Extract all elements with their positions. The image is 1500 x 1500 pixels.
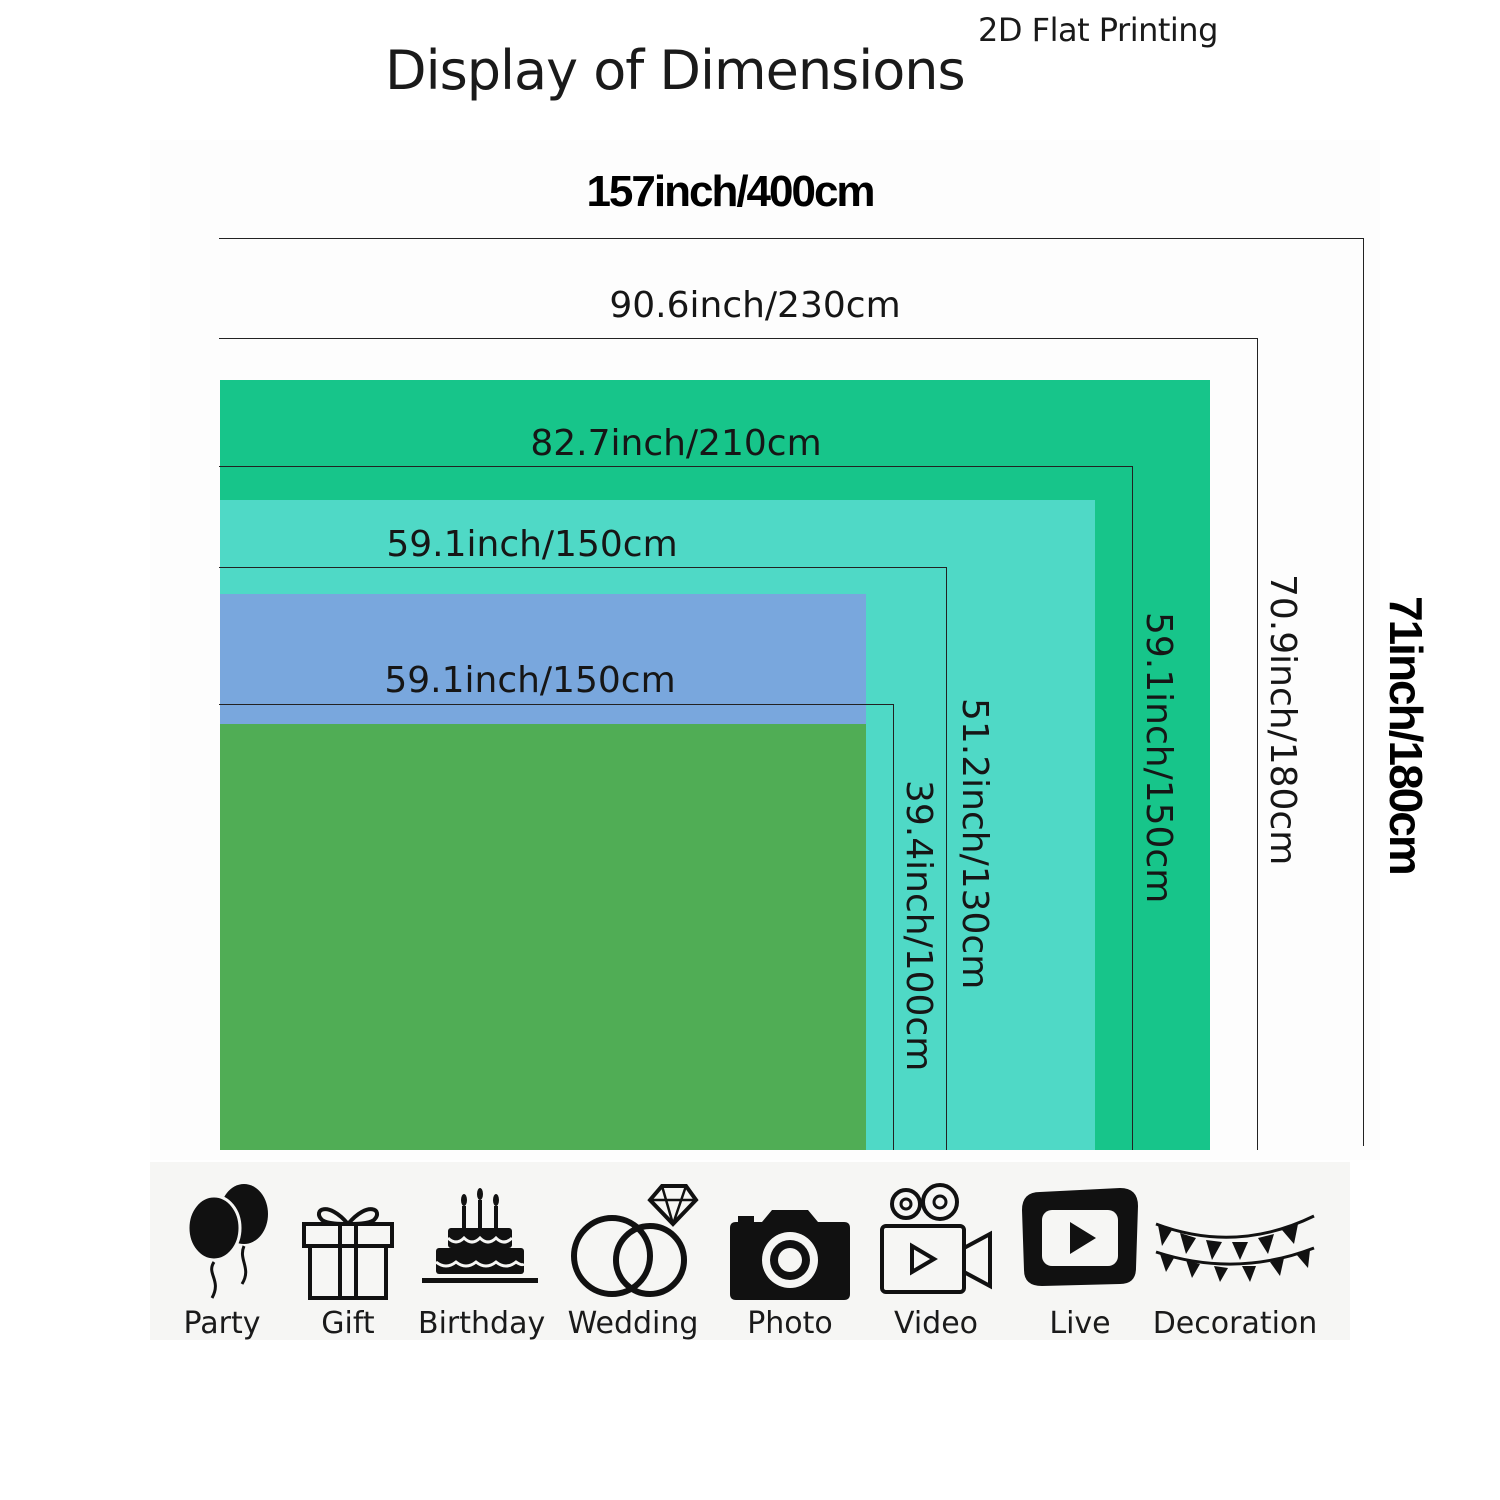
width-label-150cm-outer: 59.1inch/150cm <box>386 524 678 565</box>
green-backdrop <box>220 724 866 1150</box>
height-label-130cm: 51.2inch/130cm <box>954 698 995 990</box>
use-party: Party <box>172 1162 272 1341</box>
balloons-icon <box>186 1184 268 1299</box>
use-gift: Gift <box>298 1162 398 1341</box>
use-label: Party <box>183 1306 261 1341</box>
overall-width-label: 157inch/400cm <box>586 167 875 216</box>
width-line-150cm-outer <box>219 567 947 568</box>
use-label: Wedding <box>567 1306 699 1341</box>
bunting-flags-icon <box>1155 1214 1315 1282</box>
wedding-rings-icon <box>571 1184 699 1297</box>
panel-59-1-inch-blue <box>220 594 866 724</box>
page-title: Display of Dimensions <box>385 39 966 102</box>
overall-height-label: 71inch/180cm <box>1380 596 1432 874</box>
play-button-icon <box>1022 1188 1138 1286</box>
height-line-100cm <box>893 704 894 1150</box>
video-camera-icon <box>880 1183 992 1294</box>
width-label-210cm: 82.7inch/210cm <box>530 423 822 464</box>
height-label-100cm: 39.4inch/100cm <box>898 780 939 1072</box>
overall-height-line <box>1363 238 1364 1146</box>
use-label: Birthday <box>418 1306 546 1341</box>
height-line-130cm <box>946 567 947 1150</box>
height-label-150cm: 59.1inch/150cm <box>1138 612 1179 904</box>
width-line-150cm-inner <box>219 704 894 705</box>
width-line-230cm <box>219 338 1258 339</box>
use-label: Gift <box>321 1306 375 1341</box>
width-label-150cm-inner: 59.1inch/150cm <box>384 660 676 701</box>
use-label: Photo <box>747 1306 833 1341</box>
use-label: Decoration <box>1152 1306 1318 1341</box>
gift-box-icon <box>302 1207 394 1300</box>
height-line-180cm <box>1257 338 1258 1150</box>
printing-type-label: 2D Flat Printing <box>978 11 1218 49</box>
use-photo: Photo <box>728 1162 852 1341</box>
height-label-180cm: 70.9inch/180cm <box>1262 574 1303 866</box>
use-live: Live <box>1018 1162 1142 1341</box>
overall-width-line <box>219 238 1364 239</box>
camera-icon <box>730 1210 850 1300</box>
use-wedding: Wedding <box>566 1162 700 1341</box>
usage-icon-strip: Party Gift Birthday <box>150 1162 1350 1341</box>
height-line-150cm <box>1132 466 1133 1150</box>
width-line-210cm <box>219 466 1133 467</box>
use-label: Live <box>1049 1306 1111 1341</box>
width-label-230cm: 90.6inch/230cm <box>609 285 901 326</box>
use-label: Video <box>893 1306 979 1341</box>
birthday-cake-icon <box>422 1188 538 1283</box>
use-birthday: Birthday <box>418 1162 546 1341</box>
use-decoration: Decoration <box>1150 1162 1320 1341</box>
use-video: Video <box>878 1162 994 1341</box>
